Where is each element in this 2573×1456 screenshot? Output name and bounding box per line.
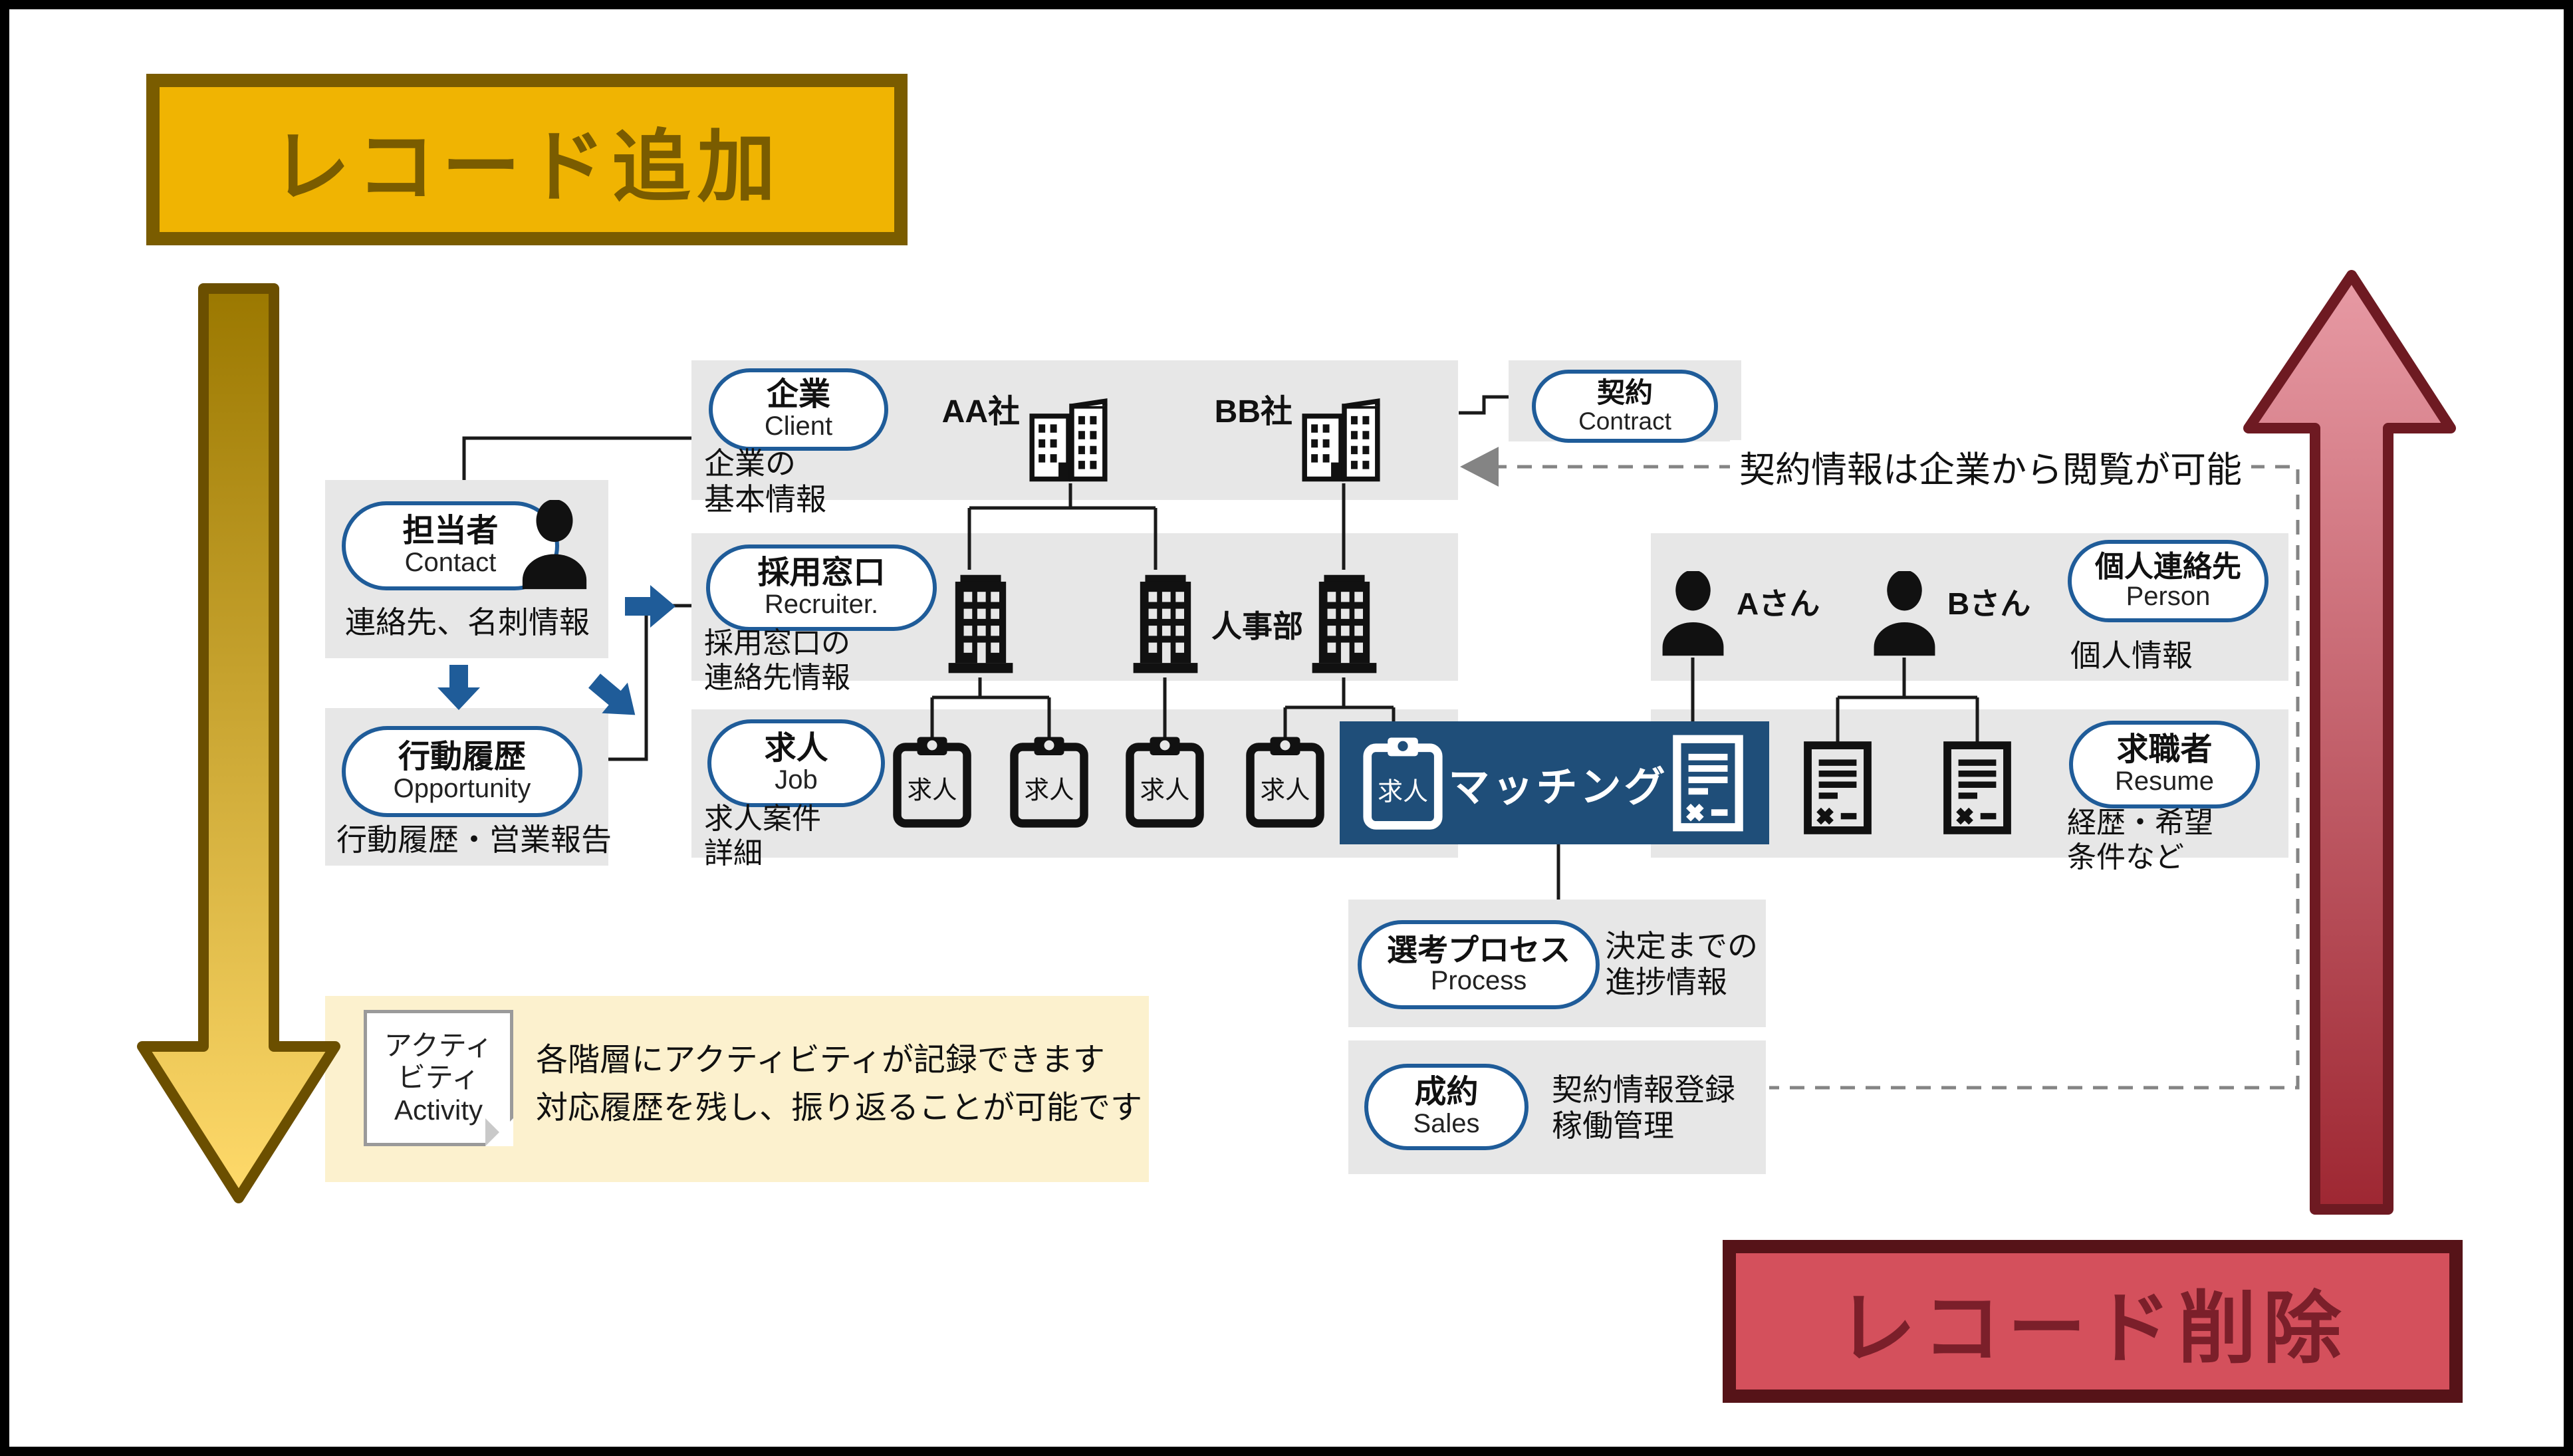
svg-text:求人: 求人 <box>1140 776 1190 804</box>
person-icon <box>1662 571 1724 656</box>
resume-icon <box>1673 735 1743 831</box>
record-add-label: レコード追加 <box>271 123 783 211</box>
caption-contact: 連絡先、名刺情報 <box>345 605 590 640</box>
pill-sales: 成約 Sales <box>1364 1064 1529 1150</box>
building-tower-icon <box>1312 574 1377 673</box>
pill-recruiter: 採用窓口 Recruiter. <box>706 545 937 631</box>
pill-contact: 担当者 Contact <box>342 501 559 590</box>
building-tower-icon <box>948 574 1013 673</box>
pill-client: 企業 Client <box>709 368 888 451</box>
label-person-b: Bさん <box>1947 586 2031 621</box>
big-arrow-down-icon <box>137 283 340 1203</box>
record-delete-banner: レコード削除 <box>1723 1240 2463 1403</box>
pill-opportunity: 行動履歴 Opportunity <box>342 726 582 817</box>
big-arrow-up-icon <box>2243 270 2456 1215</box>
label-company-aa: AA社 <box>941 394 1020 429</box>
svg-text:求人: 求人 <box>1261 776 1310 804</box>
pill-job: 求人 Job <box>707 719 885 807</box>
caption-opportunity: 行動履歴・営業報告 <box>336 822 612 857</box>
svg-text:求人: 求人 <box>908 776 957 804</box>
clipboard-icon: 求人 <box>1126 737 1204 828</box>
svg-text:求人: 求人 <box>1025 776 1074 804</box>
pill-person: 個人連絡先 Person <box>2068 540 2268 622</box>
building-city-icon <box>1302 398 1380 482</box>
activity-note-text: 各階層にアクティビティが記録できます 対応履歴を残し、振り返ることが可能です <box>536 1042 1143 1126</box>
record-delete-label: レコード削除 <box>1837 1285 2348 1373</box>
resume-icon <box>1804 741 1872 834</box>
person-icon <box>1874 571 1935 656</box>
label-company-bb: BB社 <box>1214 394 1292 429</box>
blue-arrow-down-icon <box>437 665 480 710</box>
label-person-a: Aさん <box>1737 586 1820 621</box>
clipboard-icon: 求人 <box>893 737 971 828</box>
caption-client: 企業の 基本情報 <box>704 446 826 517</box>
building-tower-icon <box>1133 574 1198 673</box>
connector-overlay <box>137 270 2456 1215</box>
resume-icon <box>1943 741 2011 834</box>
label-hr-dept: 人事部 <box>1211 609 1303 644</box>
pill-process: 選考プロセス Process <box>1358 920 1600 1009</box>
dashed-feedback-line <box>1492 465 2300 1090</box>
clipboard-icon: 求人 <box>1246 737 1324 828</box>
caption-sales: 契約情報登録 稼働管理 <box>1552 1072 1735 1144</box>
contract-visibility-note: 契約情報は企業から閲覧が可能 <box>1730 440 2251 493</box>
caption-resume: 経歴・希望 条件など <box>2067 806 2213 874</box>
clipboard-icon: 求人 <box>1363 737 1443 830</box>
sticky-note-icon: アクティ ビティ Activity <box>364 1010 513 1146</box>
pill-resume: 求職者 Resume <box>2069 721 2260 808</box>
caption-process: 決定までの 進捗情報 <box>1605 929 1758 1000</box>
caption-job: 求人案件 詳細 <box>704 802 821 870</box>
record-add-banner: レコード追加 <box>146 74 908 245</box>
dashed-arrow-left-icon <box>1460 447 1499 487</box>
caption-recruiter: 採用窓口の 連絡先情報 <box>704 627 850 694</box>
caption-person: 個人情報 <box>2070 638 2193 673</box>
clipboard-icon: 求人 <box>1010 737 1088 828</box>
pill-contract: 契約 Contract <box>1532 370 1718 443</box>
matching-box: 求人 マッチング <box>1340 721 1769 844</box>
svg-text:求人: 求人 <box>1378 778 1428 806</box>
building-city-icon <box>1029 398 1108 482</box>
person-icon <box>522 500 587 590</box>
hierarchy-connectors <box>462 395 1979 900</box>
blue-arrow-diagonal-icon <box>588 673 636 715</box>
matching-label: マッチング <box>1448 764 1668 810</box>
blue-arrow-right-icon <box>625 585 675 628</box>
